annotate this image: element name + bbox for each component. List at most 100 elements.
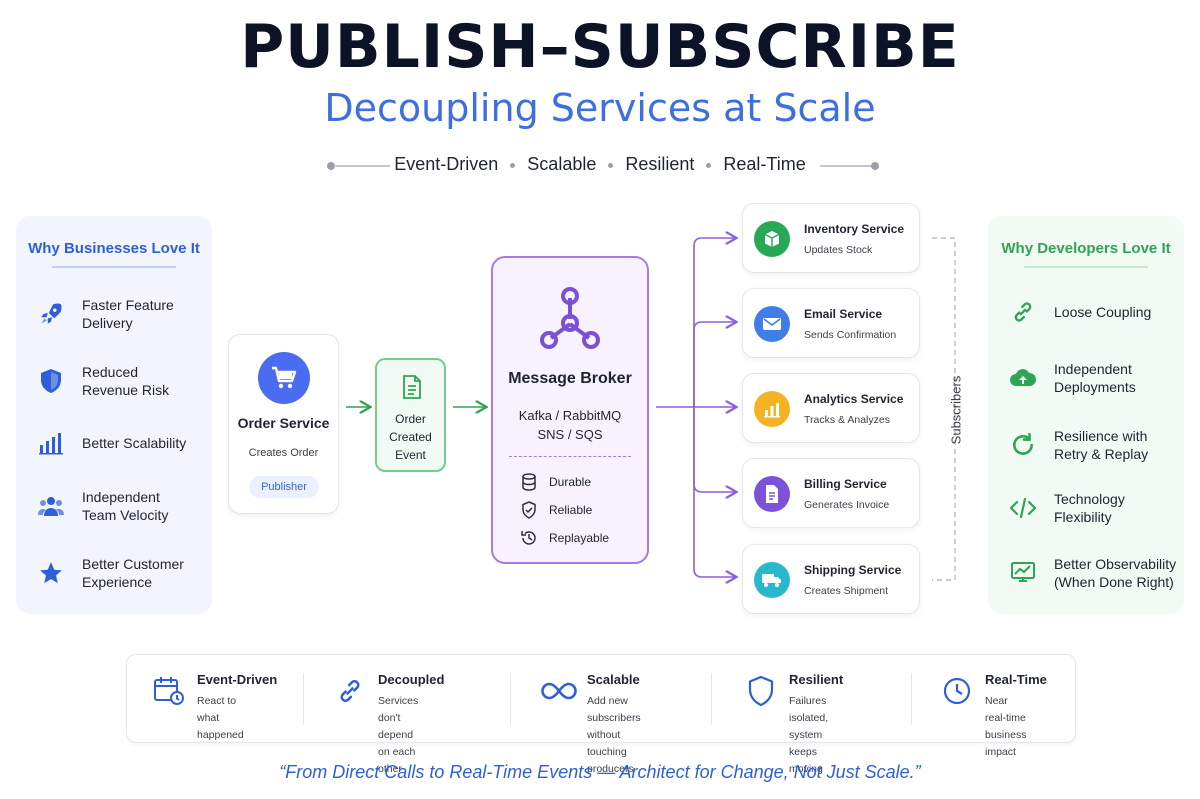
developer-item-observability: Better Observability (When Done Right)	[1008, 551, 1178, 595]
business-item-label: Faster Feature Delivery	[82, 297, 174, 331]
business-item-team-velocity: Independent Team Velocity	[36, 484, 206, 528]
business-item-label: Better Customer Experience	[82, 556, 184, 590]
broker-feature-durable: Durable	[519, 472, 591, 492]
team-icon	[36, 491, 66, 521]
business-panel-title: Why Businesses Love It	[28, 240, 200, 257]
tagline-left-dot	[327, 162, 335, 170]
subscriber-description: Creates Shipment	[804, 585, 889, 597]
developer-item-label: Technology Flexibility	[1054, 491, 1125, 525]
tag-event-driven: Event-Driven	[394, 154, 499, 174]
monitor-icon	[1008, 558, 1038, 588]
subscriber-email: Email Service Sends Confirmation	[742, 288, 920, 358]
business-item-label: Reduced Revenue Risk	[82, 364, 170, 398]
broker-network-icon	[540, 287, 600, 349]
cart-icon	[258, 352, 310, 404]
publisher-role-badge: Publisher	[249, 476, 319, 498]
shield-icon	[36, 366, 66, 396]
broker-feature-reliable: Reliable	[519, 500, 592, 520]
benefits-strip: Event-Driven React to what happened Deco…	[126, 654, 1076, 775]
subscriber-name: Email Service	[804, 307, 883, 321]
database-icon	[519, 472, 539, 492]
arrow-to-email	[693, 322, 735, 407]
subscriber-description: Generates Invoice	[804, 499, 890, 511]
subscriber-inventory: Inventory Service Updates Stock	[742, 203, 920, 273]
subscriber-shipping: Shipping Service Creates Shipment	[742, 544, 920, 614]
message-broker: Message Broker Kafka / RabbitMQ SNS / SQ…	[491, 256, 649, 564]
developer-item-label: Loose Coupling	[1054, 304, 1152, 320]
arrow-to-inventory	[693, 238, 735, 407]
broker-name: Message Broker	[508, 370, 632, 387]
subscriber-analytics: Analytics Service Tracks & Analyzes	[742, 373, 920, 443]
benefit-description: Failures isolated, system keeps moving	[789, 695, 829, 775]
infinity-icon	[541, 673, 577, 709]
clock-icon	[939, 673, 975, 709]
broker-tech: Kafka / RabbitMQ SNS / SQS	[518, 408, 622, 442]
cloud-upload-icon	[1008, 363, 1038, 393]
publisher-card: Order Service Creates Order Publisher	[228, 334, 339, 514]
subscriber-name: Inventory Service	[804, 222, 905, 236]
document-icon	[401, 374, 423, 400]
subscriber-name: Analytics Service	[804, 392, 904, 406]
broker-feature-label: Reliable	[549, 503, 593, 517]
calendar-clock-icon	[151, 673, 187, 709]
star-icon	[36, 558, 66, 588]
history-icon	[519, 528, 539, 548]
chain-icon	[332, 673, 368, 709]
business-item-scalability: Better Scalability	[36, 421, 206, 465]
business-item-customer-experience: Better Customer Experience	[36, 551, 206, 595]
publisher-name: Order Service	[237, 415, 330, 431]
developer-item-loose-coupling: Loose Coupling	[1008, 290, 1178, 334]
subscriber-description: Tracks & Analyzes	[804, 414, 890, 426]
shield-outline-icon	[743, 673, 779, 709]
developer-item-technology-flexibility: Technology Flexibility	[1008, 486, 1178, 530]
publisher-description: Creates Order	[248, 447, 319, 459]
arrow-to-shipping	[693, 407, 735, 577]
developer-item-label: Better Observability (When Done Right)	[1054, 556, 1177, 590]
truck-icon	[754, 562, 790, 598]
benefit-description: Add new subscribers without touching pro…	[587, 695, 641, 775]
rocket-icon	[36, 299, 66, 329]
broker-feature-label: Replayable	[549, 531, 610, 545]
business-item-faster-delivery: Faster Feature Delivery	[36, 292, 206, 336]
broker-feature-replayable: Replayable	[519, 528, 609, 548]
benefit-description: Services don't depend on each other	[378, 695, 419, 775]
benefit-title: Real-Time	[985, 672, 1047, 687]
developer-item-resilience: Resilience with Retry & Replay	[1008, 423, 1178, 467]
box-icon	[754, 221, 790, 257]
subscriber-description: Updates Stock	[804, 244, 873, 256]
benefit-description: Near real-time business impact	[985, 695, 1027, 758]
closing-quote: “From Direct Calls to Real-Time Events —…	[279, 762, 921, 782]
benefit-title: Decoupled	[378, 672, 445, 687]
check-shield-icon	[519, 500, 539, 520]
benefit-title: Scalable	[587, 672, 640, 687]
refresh-icon	[1008, 430, 1038, 460]
business-item-label: Independent Team Velocity	[82, 489, 169, 523]
arrow-to-billing	[693, 407, 735, 492]
developer-panel: Why Developers Love It Loose Coupling In…	[988, 216, 1184, 614]
subscriber-description: Sends Confirmation	[804, 329, 897, 341]
event-label: Order Created Event	[389, 412, 432, 462]
benefit-description: React to what happened	[197, 695, 244, 741]
broker-feature-label: Durable	[549, 475, 592, 489]
code-icon	[1008, 493, 1038, 523]
bar-chart-icon	[36, 428, 66, 458]
subscriber-billing: Billing Service Generates Invoice	[742, 458, 920, 528]
developer-item-label: Resilience with Retry & Replay	[1054, 428, 1149, 462]
analytics-icon	[754, 391, 790, 427]
page-subtitle: Decoupling Services at Scale	[324, 86, 876, 130]
benefit-title: Event-Driven	[197, 672, 278, 687]
business-panel: Why Businesses Love It Faster Feature De…	[16, 216, 212, 614]
benefit-title: Resilient	[789, 672, 844, 687]
link-icon	[1008, 297, 1038, 327]
subscribers-label: Subscribers	[948, 375, 964, 445]
developer-item-independent-deployments: Independent Deployments	[1008, 356, 1178, 400]
developer-item-label: Independent Deployments	[1054, 361, 1136, 395]
tag-real-time: Real-Time	[723, 154, 806, 174]
subscribers-bracket	[932, 237, 956, 581]
business-item-label: Better Scalability	[82, 435, 187, 451]
developer-panel-title: Why Developers Love It	[1001, 240, 1171, 257]
subscriber-name: Billing Service	[804, 477, 887, 491]
tag-scalable: Scalable	[527, 154, 597, 174]
